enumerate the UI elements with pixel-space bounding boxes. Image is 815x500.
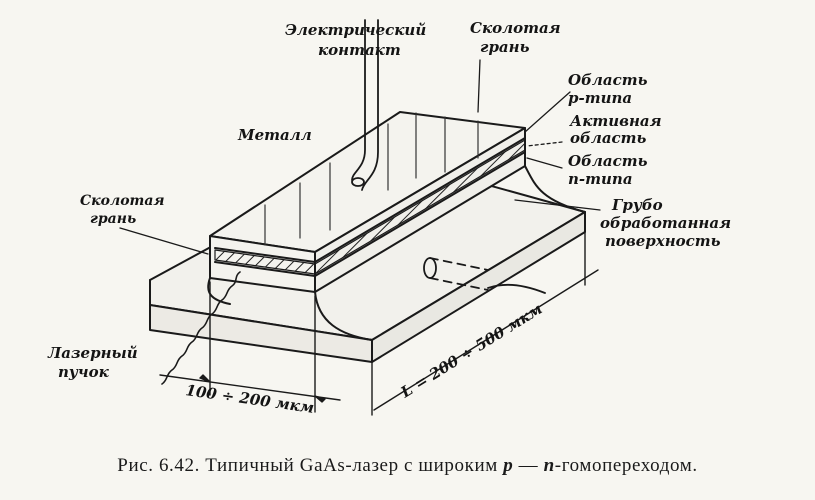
label-width-dimension: 100 ÷ 200 мкм [184,381,315,417]
label-electric-contact-2: контакт [318,41,401,59]
caption-n: n [543,455,555,476]
label-cleaved-face-left-2: грань [90,211,136,227]
width-dimension [159,281,341,413]
caption-p: p [503,455,514,476]
laser-beam-wave [161,271,241,385]
hidden-beam [423,257,546,294]
active-region [214,139,526,275]
label-n-region-2: n-типа [568,170,633,188]
label-p-region-2: p-типа [568,89,632,107]
label-rough-surface-1: Грубо [611,196,663,214]
figure-caption: Рис. 6.42. Типичный GaAs-лазер с широким… [0,455,815,477]
length-dimension [371,231,599,416]
label-electric-contact-1: Электрический [285,21,426,39]
caption-dash: — [513,455,544,476]
label-rough-surface-2: обработанная [600,214,731,232]
caption-prefix: Рис. 6.42. Типичный GaAs-лазер с широким [117,455,504,476]
leader-lines [119,59,601,255]
caption-suffix: -гомопереходом. [554,455,698,476]
label-active-region-2: область [570,129,647,147]
laser-diagram: Электрический контакт Сколотая грань Обл… [47,19,731,417]
label-p-region-1: Область [568,71,648,89]
label-rough-surface-3: поверхность [605,232,721,250]
label-laser-beam-2: пучок [58,363,110,381]
metal-stroke-lines [264,112,479,246]
electric-contact-wire [351,19,379,191]
label-cleaved-face-top-2: грань [480,38,530,56]
label-n-region-1: Область [568,152,648,170]
label-cleaved-face-top-1: Сколотая [470,19,561,37]
label-metal: Металл [237,126,312,144]
label-cleaved-face-left-1: Сколотая [80,193,165,209]
label-active-region-1: Активная [569,112,662,130]
label-laser-beam-1: Лазерный [47,344,138,362]
